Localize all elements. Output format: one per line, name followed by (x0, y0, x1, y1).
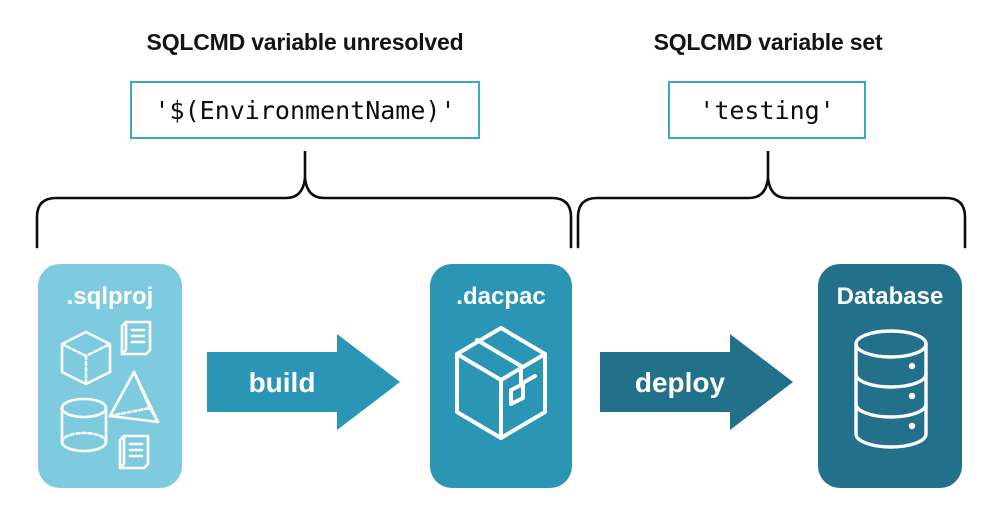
deploy-arrow-label: deploy (634, 367, 726, 398)
build-arrow-label: build (248, 367, 316, 398)
stage-box-sqlproj: .sqlproj (38, 264, 182, 488)
pyramid-icon (108, 370, 160, 424)
build-arrow (207, 334, 400, 430)
section-title-left: SQLCMD variable unresolved (146, 29, 464, 55)
cylinder-icon (60, 397, 108, 453)
section-title-right: SQLCMD variable set (653, 29, 883, 55)
stage-box-dacpac: .dacpac (430, 264, 572, 488)
cube-icon (60, 330, 112, 386)
stage-label-dacpac: .dacpac (456, 283, 546, 310)
stage-box-database: Database (818, 264, 962, 488)
sqlproj-icons (60, 320, 160, 470)
stage-label-sqlproj: .sqlproj (66, 283, 154, 310)
package-box-icon (455, 326, 547, 440)
database-cylinder-icon (854, 329, 928, 449)
scroll-icon (120, 320, 152, 356)
scroll-icon (118, 434, 150, 470)
brace-right (576, 151, 967, 249)
sqlcmd-variable-unresolved-value: '$(EnvironmentName)' (130, 81, 480, 139)
stage-label-database: Database (836, 283, 944, 310)
deploy-arrow (600, 334, 793, 430)
brace-left (35, 151, 573, 249)
sqlcmd-variable-set-value: 'testing' (668, 81, 866, 139)
